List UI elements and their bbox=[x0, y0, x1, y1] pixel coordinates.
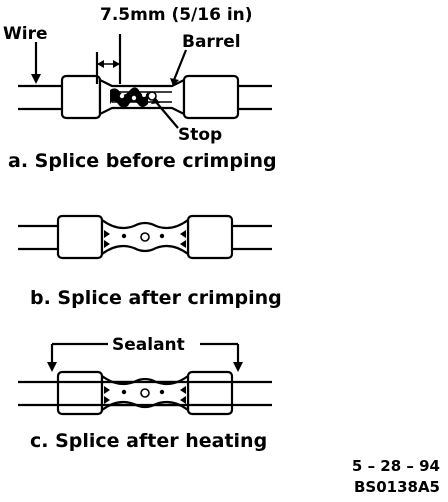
barrel-leader bbox=[170, 49, 188, 86]
label-barrel: Barrel bbox=[182, 32, 241, 52]
caption-b: b. Splice after crimping bbox=[30, 287, 282, 309]
caption-a: a. Splice before crimping bbox=[8, 150, 277, 172]
splice-crimped bbox=[56, 214, 234, 260]
wire-strands bbox=[110, 87, 148, 108]
label-dimension: 7.5mm (5/16 in) bbox=[100, 5, 253, 25]
label-wire: Wire bbox=[3, 24, 48, 44]
panel-c: Sealant c. Splice after heating bbox=[18, 335, 272, 452]
left-sleeve bbox=[56, 214, 104, 260]
right-sleeve bbox=[186, 370, 234, 416]
stop-mark bbox=[147, 91, 157, 101]
stop-leader bbox=[151, 97, 179, 129]
stop-mark bbox=[140, 232, 150, 242]
label-sealant: Sealant bbox=[112, 335, 185, 355]
caption-c: c. Splice after heating bbox=[30, 430, 267, 452]
left-sleeve bbox=[56, 370, 104, 416]
dimension-marker bbox=[95, 34, 122, 84]
sealant-bracket bbox=[47, 342, 243, 372]
left-sleeve bbox=[60, 74, 102, 120]
date-code: 5 – 28 – 94 bbox=[352, 457, 440, 475]
label-stop: Stop bbox=[178, 125, 222, 145]
panel-a: Wire 7.5mm (5/16 in) Barrel Stop a. Spli… bbox=[3, 5, 277, 172]
crimped-barrel bbox=[100, 217, 190, 257]
splice-uncrimped bbox=[60, 74, 240, 120]
panel-b: b. Splice after crimping bbox=[18, 214, 282, 309]
right-sleeve bbox=[186, 214, 234, 260]
stop-mark bbox=[140, 388, 150, 398]
splice-heated bbox=[56, 370, 234, 416]
figure-id: BS0138A5 bbox=[354, 478, 440, 496]
right-sleeve bbox=[182, 74, 240, 120]
wire-pointer bbox=[31, 42, 41, 84]
